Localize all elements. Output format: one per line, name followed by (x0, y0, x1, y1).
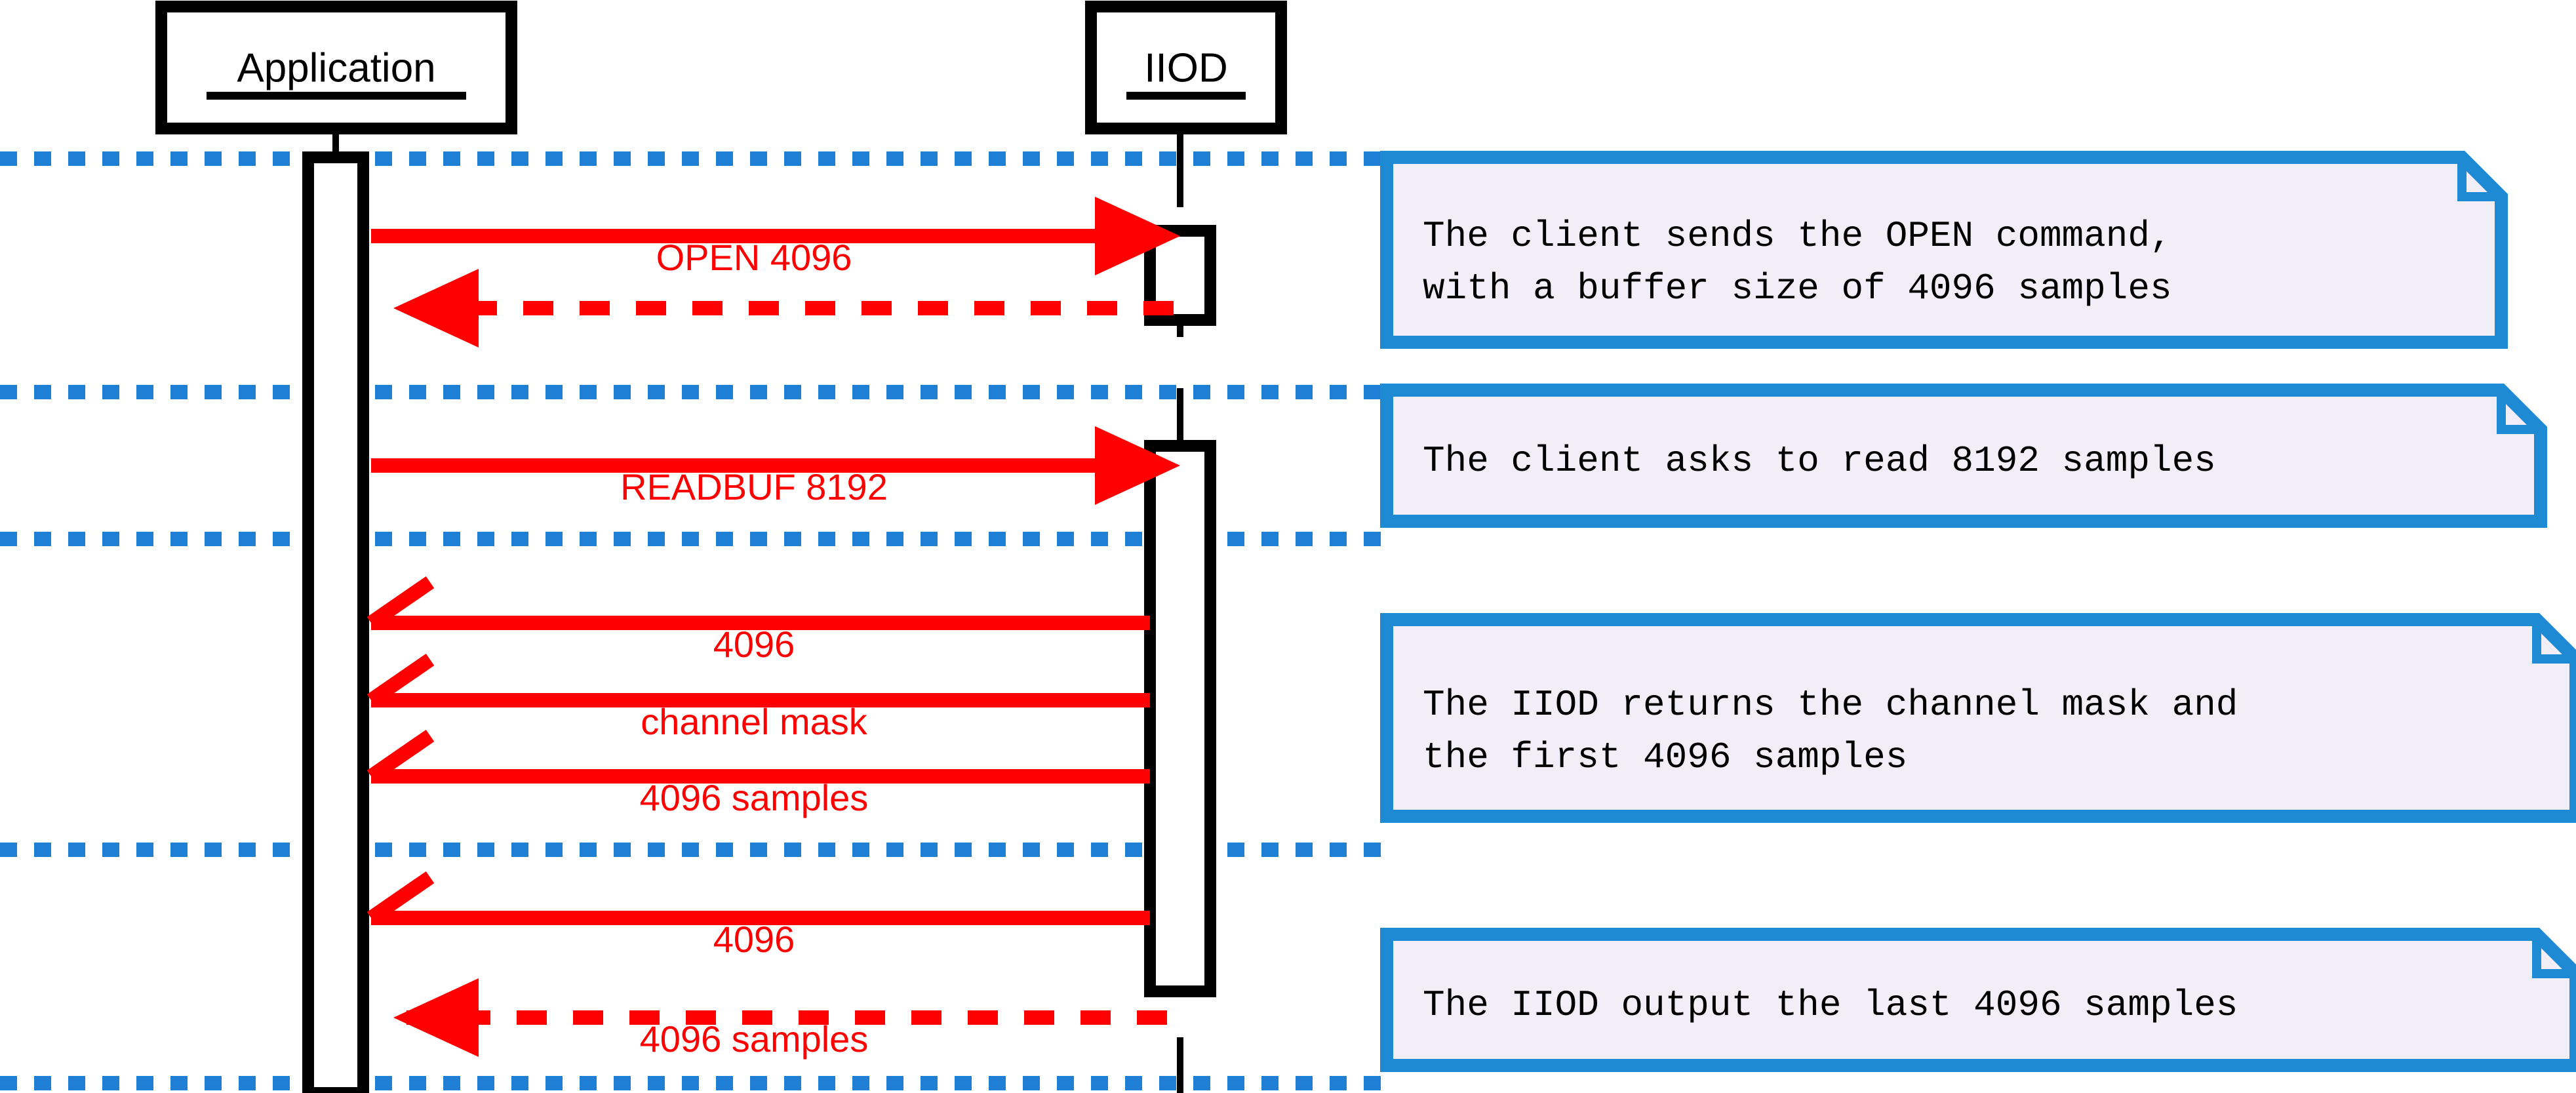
message-reply-4096-b[interactable] (367, 871, 1150, 925)
message-arrows (367, 197, 1180, 1057)
participant-box-iiod (1085, 1, 1287, 134)
message-label-reply-channel-mask: channel mask (641, 701, 868, 742)
note-readbuf[interactable]: The client asks to read 8192 samples (1380, 384, 2547, 528)
message-readbuf-arrowhead (1095, 426, 1180, 505)
message-reply-4096-samples-a-arrowhead (367, 729, 435, 783)
note-open-fold (2457, 157, 2501, 201)
note-readbuf-shape (1380, 384, 2547, 528)
note-open[interactable]: The client sends the OPEN command, with … (1380, 151, 2508, 349)
message-readbuf[interactable] (371, 426, 1180, 505)
note-returns[interactable]: The IIOD returns the channel mask and th… (1380, 613, 2576, 823)
note-last-line-1: The IIOD output the last 4096 samples (1423, 984, 2238, 1026)
note-returns-fold (2532, 620, 2576, 664)
message-label-readbuf: READBUF 8192 (620, 466, 888, 507)
note-returns-line-2: the first 4096 samples (1423, 736, 1907, 778)
note-open-shape (1380, 151, 2508, 349)
note-readbuf-fold (2497, 390, 2541, 434)
activation-bar-iiod-open (1144, 225, 1216, 326)
message-labels: OPEN 4096 READBUF 8192 4096 channel mask… (620, 237, 888, 1060)
separator-group (0, 151, 1389, 1090)
participant-iiod[interactable]: IIOD (1085, 1, 1287, 134)
message-open[interactable] (371, 197, 1180, 275)
activation-bars (302, 151, 1216, 1093)
message-reply-channel-mask[interactable] (367, 653, 1150, 707)
message-open-reply[interactable] (393, 269, 1174, 348)
note-readbuf-line-1: The client asks to read 8192 samples (1423, 440, 2216, 482)
participant-application[interactable]: Application (155, 1, 517, 134)
note-open-line-2: with a buffer size of 4096 samples (1423, 268, 2172, 309)
activation-bar-iiod-read (1144, 440, 1216, 997)
activation-bar-application (302, 151, 369, 1093)
message-label-reply-4096-a: 4096 (713, 624, 795, 665)
message-reply-4096-samples-b[interactable] (393, 978, 1167, 1057)
message-reply-4096-b-arrowhead (367, 871, 435, 924)
note-last-fold (2532, 934, 2576, 978)
note-last[interactable]: The IIOD output the last 4096 samples (1380, 928, 2576, 1072)
message-label-reply-4096-b: 4096 (713, 919, 795, 960)
note-last-shape (1380, 928, 2576, 1072)
participant-label-application: Application (237, 45, 435, 90)
participant-box-application (155, 1, 517, 134)
message-reply-4096-samples-a[interactable] (367, 729, 1150, 784)
message-open-arrowhead (1095, 197, 1180, 275)
message-label-reply-4096-samples-a: 4096 samples (640, 777, 869, 818)
message-reply-4096-a-arrowhead (367, 576, 435, 629)
message-reply-channel-mask-arrowhead (367, 653, 435, 707)
participant-label-iiod: IIOD (1144, 45, 1227, 90)
note-open-line-1: The client sends the OPEN command, (1423, 215, 2172, 257)
message-reply-4096-samples-b-arrowhead (393, 978, 479, 1057)
note-returns-line-1: The IIOD returns the channel mask and (1423, 684, 2238, 726)
message-label-open: OPEN 4096 (656, 237, 852, 278)
message-open-reply-arrowhead (393, 269, 479, 348)
note-returns-shape (1380, 613, 2576, 823)
message-label-reply-4096-samples-b: 4096 samples (640, 1018, 869, 1060)
message-reply-4096-a[interactable] (367, 576, 1150, 630)
